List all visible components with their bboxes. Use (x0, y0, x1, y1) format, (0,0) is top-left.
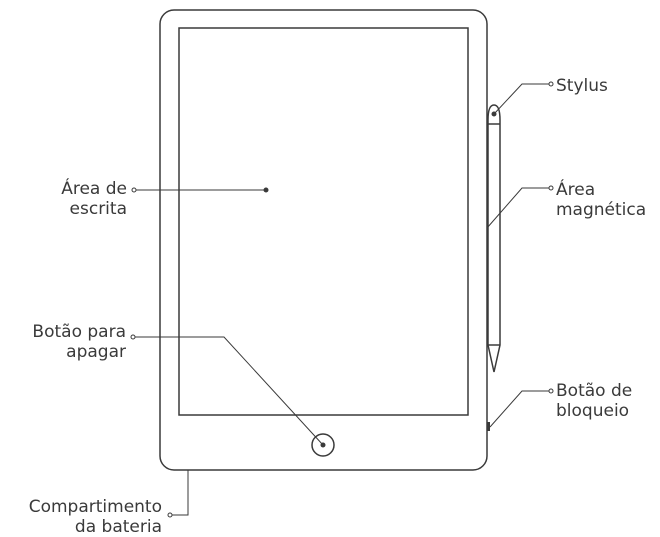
label-lock-button-line1: Botão de (556, 381, 633, 401)
label-erase-button: Botão para apagar (32, 322, 126, 362)
label-magnetic-area-line2: magnética (556, 200, 647, 220)
lock-button-icon (487, 422, 490, 431)
label-stylus-line1: Stylus (556, 76, 608, 96)
label-writing-area-line2: escrita (69, 199, 127, 219)
label-erase-button-line2: apagar (66, 342, 126, 362)
label-stylus: Stylus (556, 76, 608, 96)
label-magnetic-area: Área magnética (556, 180, 646, 220)
label-lock-button: Botão de bloqueio (556, 381, 632, 421)
label-battery-compartment-line1: Compartimento (28, 497, 162, 517)
tablet-body (159, 9, 488, 471)
label-lock-button-line2: bloqueio (556, 401, 630, 421)
erase-button-icon (311, 433, 335, 457)
stylus-icon (487, 104, 501, 373)
label-writing-area: Área de escrita (61, 179, 127, 219)
leader-lines (130, 81, 554, 518)
writing-area-screen (178, 27, 469, 416)
label-writing-area-line1: Área de (61, 179, 127, 199)
label-battery-compartment: Compartimento da bateria (29, 497, 162, 537)
label-magnetic-area-line1: Área (556, 180, 596, 200)
label-erase-button-line1: Botão para (32, 322, 126, 342)
label-battery-compartment-line2: da bateria (74, 517, 162, 537)
